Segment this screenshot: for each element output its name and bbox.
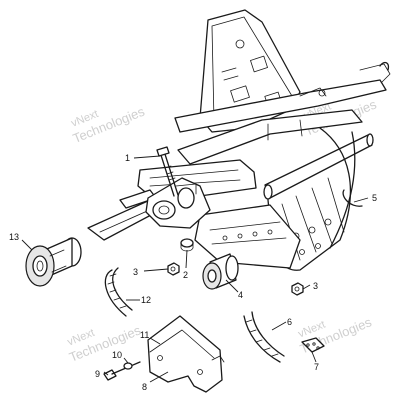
callout-13: 13 <box>9 232 19 242</box>
nut-right <box>291 282 304 296</box>
roller-wheel <box>202 253 239 290</box>
washer <box>123 362 133 370</box>
callout-12: 12 <box>141 295 151 305</box>
nut-left <box>167 262 180 276</box>
watermark-bottom-left: vNext Technologies <box>66 322 144 365</box>
callout-7: 7 <box>314 362 319 372</box>
callout-10: 10 <box>112 350 122 360</box>
end-cap <box>180 238 194 252</box>
leader-lines <box>21 155 369 383</box>
callout-1: 1 <box>125 153 130 163</box>
bushing-assembly <box>25 237 82 287</box>
callout-2: 2 <box>183 270 188 280</box>
spring-clip <box>342 189 363 207</box>
callout-6: 6 <box>287 317 292 327</box>
track-strip-left <box>104 267 133 317</box>
callout-8: 8 <box>142 382 147 392</box>
small-bracket-plate <box>301 337 325 353</box>
callout-11: 11 <box>140 330 149 340</box>
track-strip-right <box>243 311 285 363</box>
watermark-bottom-right: vNext Technologies <box>297 314 375 357</box>
callout-numbers: 1 2 3 3 4 5 6 7 8 9 10 11 12 13 <box>9 153 377 392</box>
callout-5: 5 <box>372 193 377 203</box>
callout-3-left: 3 <box>133 267 138 277</box>
callout-3-right: 3 <box>313 281 318 291</box>
callout-9: 9 <box>95 369 100 379</box>
callout-4: 4 <box>238 290 243 300</box>
pivot-bracket <box>145 177 211 229</box>
lower-cradle <box>194 204 301 269</box>
mounting-bracket <box>147 315 225 393</box>
front-bumper-cage <box>263 127 374 271</box>
upper-frame-rails <box>174 61 391 165</box>
pivot-bolt <box>156 146 179 197</box>
watermark-top: vNext Technologies <box>70 103 148 146</box>
bracket-bolt <box>103 361 141 381</box>
